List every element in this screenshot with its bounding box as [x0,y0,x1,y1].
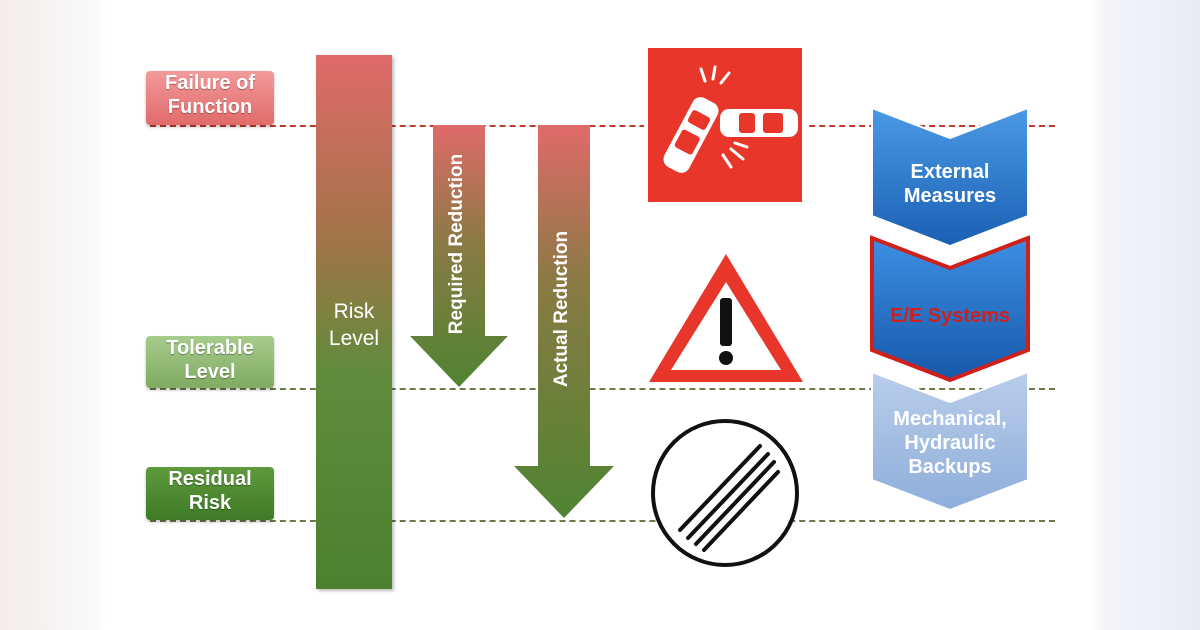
residual-risk-label: Residual Risk [146,467,274,520]
residual-label-text: Residual Risk [168,468,252,514]
external-measures-chevron [871,106,1029,248]
required-reduction-arrow [410,125,508,387]
actual-reduction-text: Actual Reduction [551,230,572,388]
tolerable-level-label: Tolerable Level [146,336,274,388]
external-measures-text: External Measures [903,161,997,207]
actual-reduction-arrow [514,125,614,518]
failure-of-function-label: Failure of Function [146,71,274,125]
tolerable-level-line [150,388,1055,390]
car-crash-icon [644,44,806,206]
ee-systems-text: E/E Systems [889,305,1011,327]
measures-chevrons [870,106,1030,512]
risk-level-text: Risk Level [328,300,380,350]
risk-level-bar [316,55,392,589]
residual-level-line [150,520,1055,522]
mechanical-backups-chevron [871,370,1029,512]
required-reduction-text: Required Reduction [446,153,467,335]
end-of-restrictions-icon [651,419,799,567]
tolerable-label-text: Tolerable Level [166,337,254,383]
warning-triangle-icon [649,254,803,382]
failure-level-line [150,125,1055,127]
ee-systems-chevron [870,235,1030,383]
failure-label-text: Failure of Function [164,72,255,118]
mechanical-backups-text: Mechanical, Hydraulic Backups [893,408,1007,478]
